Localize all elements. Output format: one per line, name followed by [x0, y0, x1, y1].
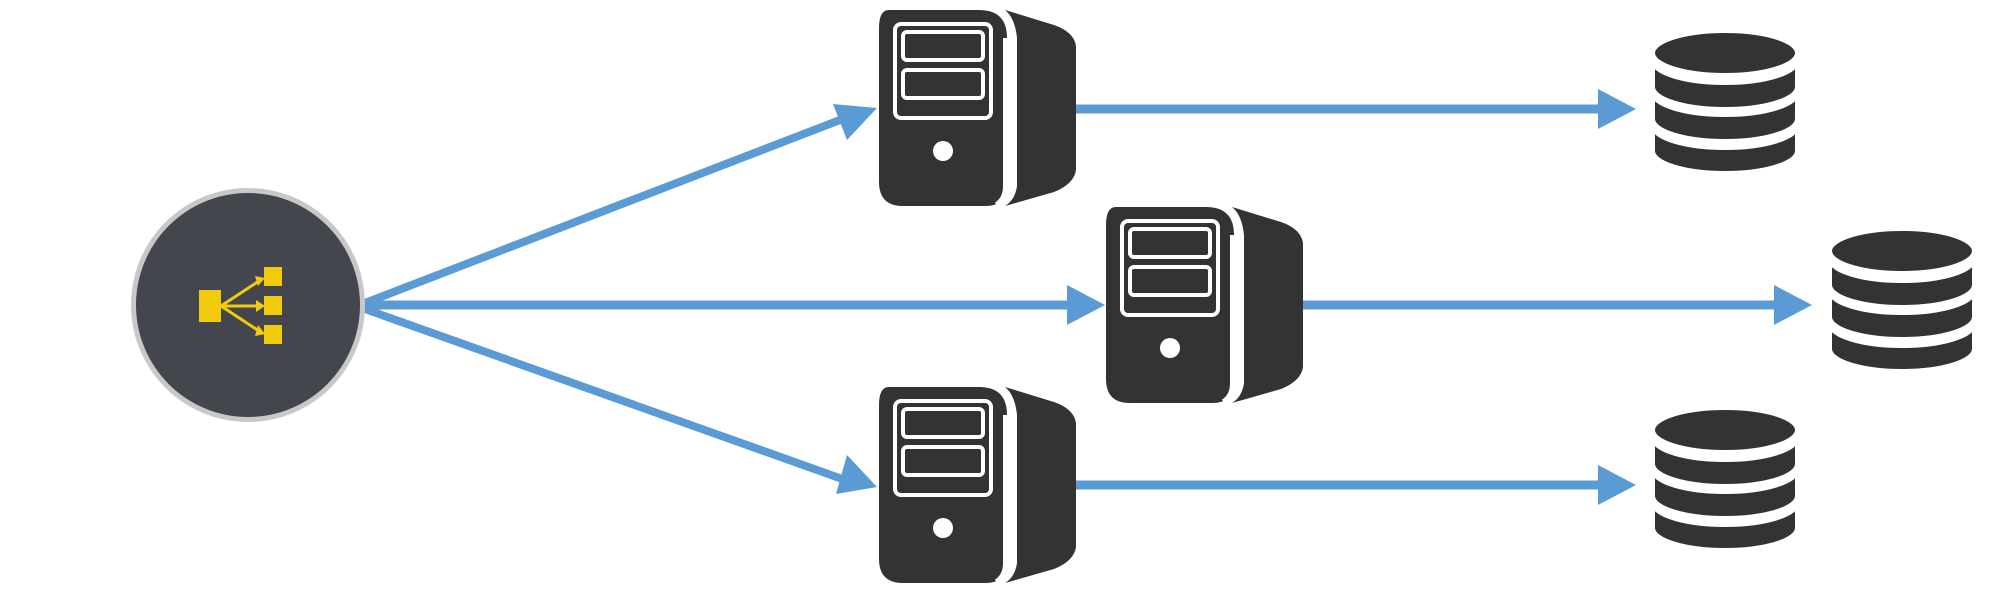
load-balancer-node — [131, 188, 365, 422]
arrow-server-middle-to-database-middle — [1303, 285, 1812, 325]
server-icon — [879, 10, 1076, 206]
server-icon — [879, 387, 1076, 583]
arrow-hub-to-server-bottom — [363, 305, 877, 494]
database-icon — [1828, 227, 1976, 373]
arrow-hub-to-server-top — [363, 104, 877, 307]
database-icon — [1651, 29, 1799, 175]
connection-arrows — [363, 89, 1812, 505]
server-icon — [1106, 207, 1303, 403]
arrow-hub-to-server-middle — [365, 285, 1105, 325]
arrow-server-top-to-database-top — [1075, 89, 1636, 129]
load-balancer-icon — [199, 267, 282, 344]
arrow-server-bottom-to-database-bottom — [1075, 465, 1636, 505]
database-icon — [1651, 406, 1799, 552]
